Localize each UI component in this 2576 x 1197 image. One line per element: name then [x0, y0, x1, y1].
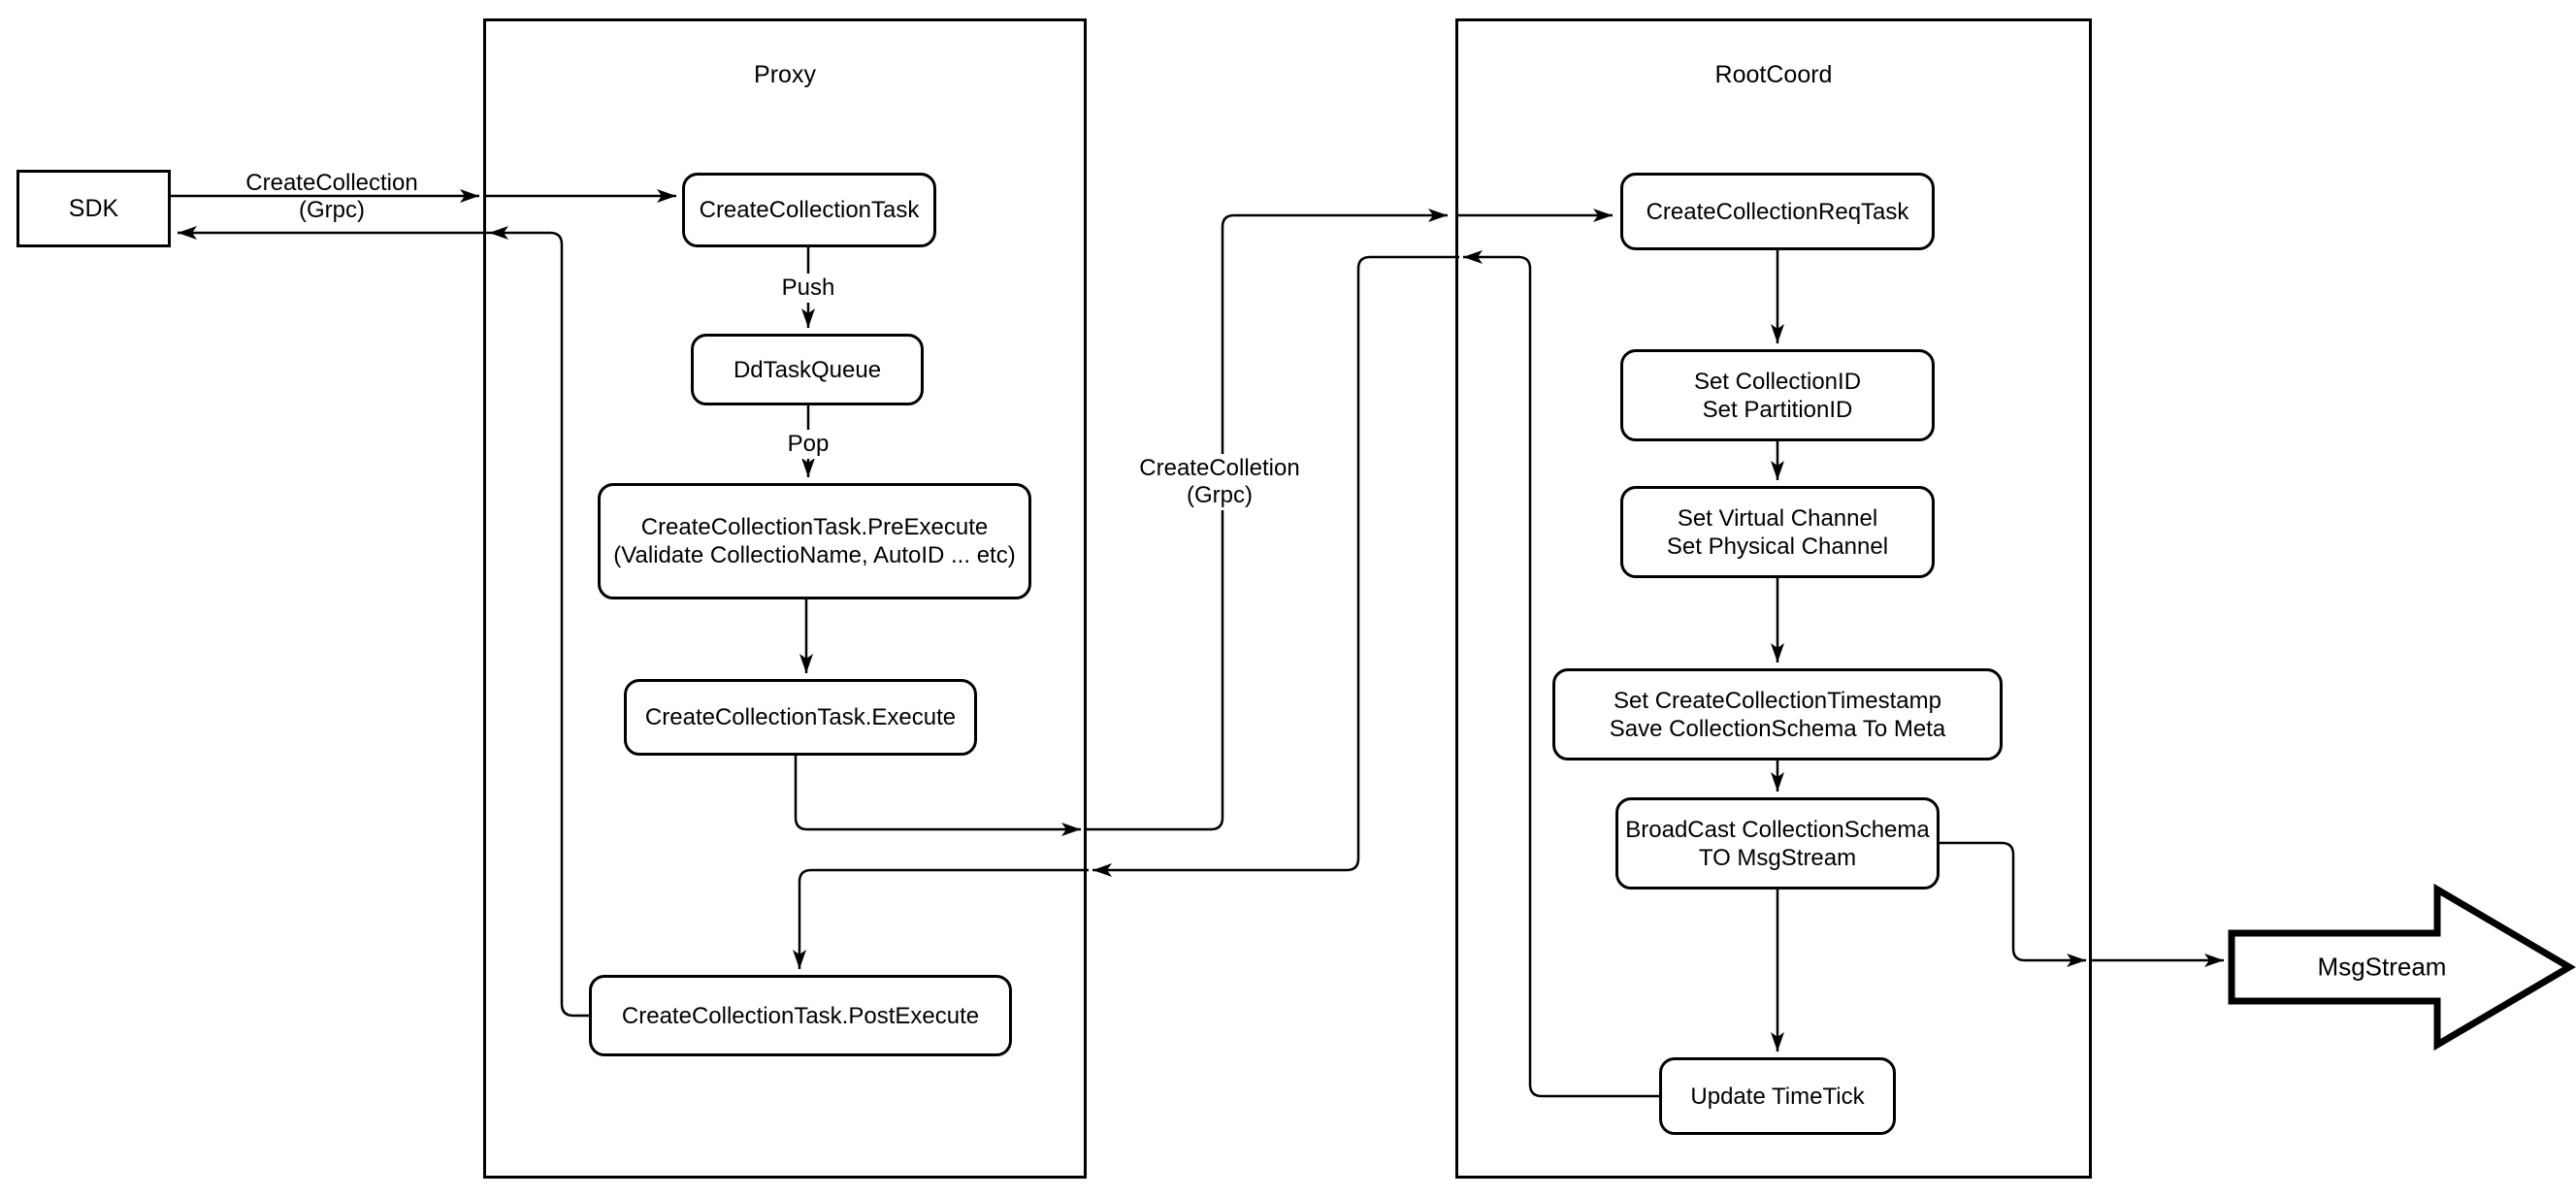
edge-timetick-to-rootcoord-border — [1463, 250, 1659, 1098]
set-timestamp-box: Set CreateCollectionTimestamp Save Colle… — [1552, 668, 2003, 760]
update-timetick-box: Update TimeTick — [1659, 1057, 1896, 1135]
dd-task-queue-box: DdTaskQueue — [691, 334, 924, 405]
edge-return-channel-down — [1092, 255, 1459, 877]
broadcast-box: BroadCast CollectionSchema TO MsgStream — [1615, 797, 1940, 890]
sdk-box: SDK — [16, 170, 171, 247]
pre-execute-box: CreateCollectionTask.PreExecute (Validat… — [598, 483, 1031, 599]
edge-return-to-postexecute — [793, 868, 1089, 969]
proxy-grpc-edge-label: CreateColletion (Grpc) — [1134, 454, 1305, 510]
proxy-title: Proxy — [754, 61, 816, 88]
sdk-grpc-edge-label: CreateCollection (Grpc) — [245, 170, 418, 223]
post-execute-box: CreateCollectionTask.PostExecute — [589, 975, 1012, 1056]
rootcoord-title: RootCoord — [1714, 61, 1833, 88]
set-ids-box: Set CollectionID Set PartitionID — [1620, 349, 1935, 441]
push-edge-label: Push — [776, 274, 840, 303]
msgstream-label: MsgStream — [2317, 952, 2447, 982]
edge-grpc-channel-up — [1087, 209, 1448, 831]
proxy-container — [483, 18, 1087, 1179]
edge-broadcast-out-of-rootcoord — [1940, 841, 2086, 967]
pop-edge-label: Pop — [782, 430, 834, 459]
set-channels-box: Set Virtual Channel Set Physical Channel — [1620, 486, 1935, 578]
edge-execute-out-of-proxy — [794, 756, 1081, 836]
edge-postexecute-to-proxy-border — [489, 226, 589, 1018]
rootcoord-container — [1455, 18, 2092, 1179]
create-collection-req-task-box: CreateCollectionReqTask — [1620, 173, 1935, 250]
create-collection-task-box: CreateCollectionTask — [682, 173, 936, 247]
msgstream-block-arrow — [2228, 883, 2576, 1051]
sdk-label: SDK — [68, 194, 119, 222]
execute-box: CreateCollectionTask.Execute — [624, 679, 977, 756]
